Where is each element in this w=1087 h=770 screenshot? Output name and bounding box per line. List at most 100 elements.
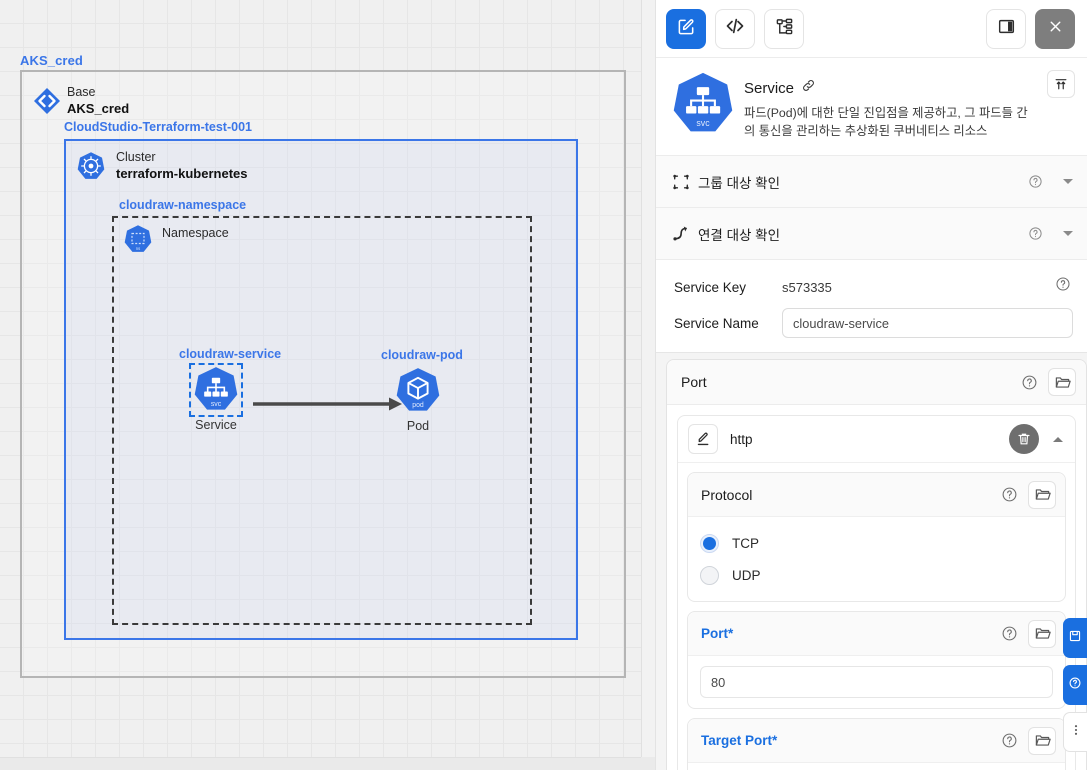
edge-service-to-pod (253, 396, 403, 417)
svg-text:ns: ns (136, 246, 140, 251)
node-description: 파드(Pod)에 대한 단일 진입점을 제공하고, 그 파드들 간의 통신을 관… (744, 106, 1028, 138)
node-selection-outline (189, 363, 243, 417)
pod-node-title: cloudraw-pod (381, 348, 463, 362)
port-item-name: http (730, 431, 753, 447)
save-float-button[interactable] (1063, 618, 1087, 658)
port-input[interactable] (700, 666, 1053, 698)
scrollbar-corner (641, 757, 655, 770)
cluster-group-label: CloudStudio-Terraform-test-001 (64, 120, 252, 134)
service-key-label: Service Key (674, 279, 747, 295)
accordion-label: 그룹 대상 확인 (698, 175, 781, 191)
node-summary-text: Service 파드(Pod)에 대한 단일 진입점을 제공하고, 그 파드들 … (744, 70, 1073, 140)
open-folder-icon[interactable] (1028, 480, 1056, 509)
help-icon[interactable] (1028, 174, 1043, 189)
kubernetes-wheel-icon (76, 151, 106, 181)
node-summary-header: svc Service 파드(Pod)에 대한 단일 진입점을 제공하고, 그 … (656, 58, 1087, 156)
open-folder-icon[interactable] (1028, 726, 1056, 755)
port-section-header: Port (667, 360, 1086, 405)
tab-tree[interactable] (764, 8, 804, 49)
tab-code[interactable] (715, 8, 755, 49)
floating-action-buttons (1063, 618, 1087, 752)
port-section-wrapper: Port (656, 353, 1087, 770)
link-chain-icon[interactable] (801, 78, 816, 98)
panel-scroll-body[interactable]: Port (656, 353, 1087, 770)
edit-square-icon (677, 17, 696, 41)
field-target-port: Target Port* (687, 718, 1066, 770)
radio-option-udp[interactable]: UDP (700, 559, 1053, 591)
chevron-up-icon[interactable] (1053, 436, 1063, 442)
namespace-container[interactable]: ns Namespace (112, 216, 532, 625)
properties-panel: svc Service 파드(Pod)에 대한 단일 진입점을 제공하고, 그 … (655, 0, 1087, 770)
diagram-canvas[interactable]: AKS_cred Base AKS_cred CloudStudio-Terra… (0, 0, 655, 770)
cluster-header: Cluster terraform-kubernetes (116, 149, 248, 182)
base-kind: Base (67, 85, 96, 99)
trash-icon[interactable] (1009, 424, 1039, 454)
more-float-button[interactable] (1063, 712, 1087, 752)
field-port: Port* (687, 611, 1066, 709)
diamond-code-icon (31, 85, 63, 117)
base-name: AKS_cred (67, 101, 130, 116)
service-node-shape[interactable]: svc (179, 363, 253, 417)
chevron-down-icon[interactable] (1063, 179, 1073, 184)
service-name-label: Service Name (674, 315, 759, 331)
help-icon[interactable] (1028, 226, 1043, 241)
canvas-vertical-scrollbar[interactable] (641, 0, 655, 757)
accordion-group-target[interactable]: 그룹 대상 확인 (656, 156, 1087, 208)
close-panel-button[interactable] (1035, 8, 1075, 49)
base-header: Base AKS_cred (67, 84, 129, 117)
help-icon[interactable] (1001, 486, 1018, 503)
field-protocol: Protocol (687, 472, 1066, 602)
base-container[interactable]: Base AKS_cred (20, 70, 626, 678)
field-protocol-header: Protocol (688, 473, 1065, 517)
chevron-down-icon[interactable] (1063, 231, 1073, 236)
tree-hierarchy-icon (775, 17, 794, 41)
more-icon (1069, 723, 1083, 742)
radio-label: TCP (732, 535, 759, 551)
k8s-service-icon: svc (670, 70, 736, 141)
connection-target-icon (672, 224, 698, 243)
panel-layout-toggle[interactable] (986, 8, 1026, 49)
help-icon[interactable] (1021, 374, 1038, 391)
code-brackets-icon (725, 16, 745, 41)
open-folder-icon[interactable] (1048, 368, 1076, 396)
canvas-horizontal-scrollbar[interactable] (0, 757, 655, 770)
cluster-kind: Cluster (116, 150, 156, 164)
pencil-icon[interactable] (688, 424, 718, 454)
cluster-container[interactable]: Cluster terraform-kubernetes (64, 139, 578, 640)
help-icon[interactable] (1055, 276, 1071, 297)
diagram-node-pod[interactable]: cloudraw-pod pod Pod (381, 348, 463, 433)
field-protocol-label: Protocol (701, 486, 753, 503)
accordion-connection-target[interactable]: 연결 대상 확인 (656, 208, 1087, 260)
port-items-list: http (667, 405, 1086, 770)
help-icon[interactable] (1001, 625, 1018, 642)
pod-node-caption: Pod (406, 419, 430, 433)
help-float-button[interactable] (1063, 665, 1087, 705)
diagram-node-service[interactable]: cloudraw-service svc (179, 347, 282, 432)
port-section: Port (666, 359, 1087, 770)
pod-node-shape[interactable]: pod (381, 366, 455, 414)
service-name-input[interactable] (782, 308, 1073, 338)
accordion-label: 연결 대상 확인 (698, 227, 781, 243)
group-target-icon (672, 173, 698, 191)
port-item-header: http (678, 416, 1075, 463)
align-arrows-up-icon[interactable] (1047, 70, 1075, 98)
svg-text:svc: svc (696, 118, 710, 128)
tab-edit[interactable] (666, 8, 706, 49)
service-node-title: cloudraw-service (179, 347, 282, 361)
radio-indicator[interactable] (700, 533, 719, 553)
radio-option-tcp[interactable]: TCP (700, 527, 1053, 559)
help-icon[interactable] (1001, 732, 1018, 749)
service-name-row: Service Name (674, 308, 1073, 338)
field-port-label: Port* (701, 626, 734, 641)
radio-indicator[interactable] (700, 565, 719, 585)
node-title-row: Service (744, 78, 1073, 98)
close-x-icon (1047, 18, 1064, 40)
radio-label: UDP (732, 567, 761, 583)
port-item-http: http (677, 415, 1076, 770)
open-folder-icon[interactable] (1028, 619, 1056, 648)
field-port-body (688, 656, 1065, 708)
field-target-port-body (688, 763, 1065, 770)
field-port-header: Port* (688, 612, 1065, 656)
namespace-group-label: cloudraw-namespace (119, 198, 247, 212)
svg-text:pod: pod (412, 402, 424, 409)
